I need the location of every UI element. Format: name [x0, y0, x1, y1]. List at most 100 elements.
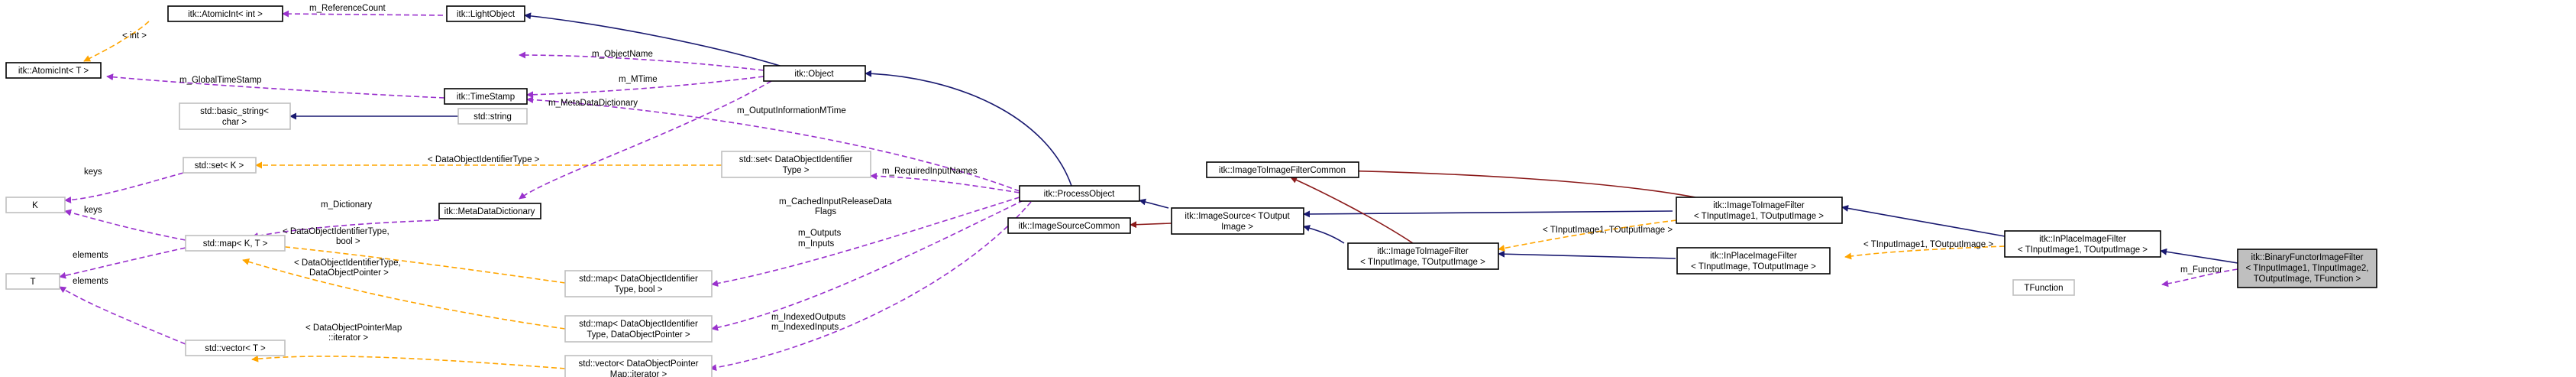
svg-text:itk::MetaDataDictionary: itk::MetaDataDictionary: [444, 207, 535, 216]
svg-text:Type, bool >: Type, bool >: [615, 285, 663, 294]
edge-inplace-t1-tmpl: [1844, 245, 2006, 260]
label-m-outputinformationmtime: m_OutputInformationMTime: [737, 106, 846, 115]
label-m-outputs: m_Outputs: [798, 229, 841, 238]
edge-mtime: [526, 76, 764, 99]
node-imagesourcecommon[interactable]: itk::ImageSourceCommon: [1007, 217, 1131, 234]
edge-processobject-to-object: [865, 70, 1072, 187]
svg-text:itk::ImageToImageFilter: itk::ImageToImageFilter: [1713, 201, 1805, 210]
label-m-objectname: m_ObjectName: [592, 50, 653, 59]
edge-i2if-t1-tmpl: [1498, 219, 1677, 252]
svg-text:itk::BinaryFunctorImageFilter: itk::BinaryFunctorImageFilter: [2251, 253, 2364, 262]
svg-text:std::vector< DataObjectPointer: std::vector< DataObjectPointer: [579, 359, 699, 369]
label-m-dictionary: m_Dictionary: [321, 200, 372, 210]
label-doi-bool-line2: bool >: [336, 237, 360, 246]
node-std-string[interactable]: std::string: [457, 108, 528, 125]
svg-text:itk::LightObject: itk::LightObject: [457, 10, 516, 19]
svg-text:std::string: std::string: [474, 112, 512, 122]
svg-text:std::basic_string<: std::basic_string<: [200, 107, 269, 116]
edge-keys-set: [64, 172, 184, 204]
label-doi-ptr-line1: < DataObjectIdentifierType,: [294, 258, 401, 268]
svg-text:< TInputImage1, TOutputImage >: < TInputImage1, TOutputImage >: [2018, 245, 2148, 255]
label-m-requiredinputnames: m_RequiredInputNames: [882, 167, 978, 176]
svg-text:Map::iterator >: Map::iterator >: [610, 370, 667, 377]
edge-objectname: [519, 51, 764, 71]
svg-text:itk::ProcessObject: itk::ProcessObject: [1044, 190, 1115, 199]
edge-outputs-inputs: [711, 200, 1024, 331]
node-map-ptr[interactable]: std::map< DataObjectIdentifier Type, Dat…: [564, 315, 713, 343]
svg-text:K: K: [32, 201, 38, 210]
node-imagesource[interactable]: itk::ImageSource< TOutput Image >: [1171, 207, 1304, 235]
node-map-kt[interactable]: std::map< K, T >: [185, 235, 286, 252]
svg-text:itk::AtomicInt< T >: itk::AtomicInt< T >: [18, 67, 89, 76]
edge-map-bool-tmpl: [247, 240, 566, 284]
svg-text:std::map< DataObjectIdentifier: std::map< DataObjectIdentifier: [579, 320, 698, 329]
node-metadatadictionary[interactable]: itk::MetaDataDictionary: [438, 203, 541, 219]
label-keys-set: keys: [84, 167, 102, 177]
svg-text:< TInputImage1, TInputImage2,: < TInputImage1, TInputImage2,: [2246, 264, 2369, 273]
edge-object-to-lightobject: [524, 12, 809, 76]
label-ptrmap-line1: < DataObjectPointerMap: [305, 323, 402, 333]
node-atomicint-t[interactable]: itk::AtomicInt< T >: [5, 62, 102, 79]
label-m-globaltimestamp: m_GlobalTimeStamp: [179, 76, 262, 85]
svg-text:itk::Object: itk::Object: [794, 70, 834, 79]
label-m-indexedinputs: m_IndexedInputs: [771, 323, 839, 332]
node-timestamp[interactable]: itk::TimeStamp: [444, 88, 528, 105]
svg-text:itk::ImageToImageFilterCommon: itk::ImageToImageFilterCommon: [1219, 166, 1346, 175]
svg-text:std::map< K, T >: std::map< K, T >: [203, 239, 268, 249]
edge-elements-vector: [59, 286, 186, 345]
label-m-inputs: m_Inputs: [798, 239, 835, 249]
nodes: itk::AtomicInt< int > itk::LightObject i…: [5, 5, 2377, 377]
node-set-doi[interactable]: std::set< DataObjectIdentifier Type >: [721, 151, 871, 178]
edge-atomicint-int-tmpl: [83, 21, 150, 62]
node-imagetoimagefiltercommon[interactable]: itk::ImageToImageFilterCommon: [1206, 161, 1359, 178]
svg-text:itk::ImageSourceCommon: itk::ImageSourceCommon: [1019, 222, 1120, 231]
label-m-metadatadictionary: m_MetaDataDictionary: [548, 99, 638, 108]
node-lightobject[interactable]: itk::LightObject: [446, 5, 525, 22]
label-m-cached-line1: m_CachedInputReleaseData: [779, 197, 892, 206]
node-set-k[interactable]: std::set< K >: [183, 157, 257, 174]
label-keys-map: keys: [84, 206, 102, 215]
node-atomicint-int[interactable]: itk::AtomicInt< int >: [167, 5, 283, 22]
svg-text:< TInputImage1, TOutputImage >: < TInputImage1, TOutputImage >: [1694, 212, 1824, 221]
edge-labels: m_ReferenceCount < int > m_GlobalTimeSta…: [73, 4, 2222, 343]
edge-globaltimestamp: [106, 73, 445, 99]
node-object[interactable]: itk::Object: [763, 65, 866, 82]
svg-text:TOutputImage, TFunction >: TOutputImage, TFunction >: [2254, 275, 2361, 284]
node-imagetoimagefilter-t[interactable]: itk::ImageToImageFilter < TInputImage, T…: [1347, 242, 1499, 270]
node-inplaceimagefilter-t[interactable]: itk::InPlaceImageFilter < TInputImage, T…: [1676, 247, 1831, 275]
node-map-bool[interactable]: std::map< DataObjectIdentifier Type, boo…: [564, 270, 713, 297]
label-doi-ptr-line2: DataObjectPointer >: [309, 268, 389, 278]
svg-text:T: T: [30, 278, 35, 287]
node-vector-t[interactable]: std::vector< T >: [185, 340, 286, 356]
node-binaryfunctorimagefilter[interactable]: itk::BinaryFunctorImageFilter < TInputIm…: [2237, 249, 2377, 288]
node-tfunction[interactable]: TFunction: [2012, 279, 2075, 296]
node-inplaceimagefilter-t1[interactable]: itk::InPlaceImageFilter < TInputImage1, …: [2004, 230, 2161, 258]
edge-imagesource-to-processobject: [1139, 198, 1169, 209]
node-vector-ptr[interactable]: std::vector< DataObjectPointer Map::iter…: [564, 355, 713, 377]
node-imagetoimagefilter-t1[interactable]: itk::ImageToImageFilter < TInputImage1, …: [1676, 197, 1843, 224]
node-t[interactable]: T: [5, 273, 60, 290]
node-basic-string[interactable]: std::basic_string< char >: [179, 102, 291, 130]
edge-binary-to-inplace-t1: [2160, 248, 2238, 264]
svg-text:std::set< K >: std::set< K >: [195, 161, 244, 171]
node-processobject[interactable]: itk::ProcessObject: [1019, 185, 1140, 202]
svg-text:itk::ImageToImageFilter: itk::ImageToImageFilter: [1377, 247, 1469, 256]
label-doi-type: < DataObjectIdentifierType >: [428, 155, 540, 164]
edge-cachedinputreleasedata: [711, 197, 1020, 287]
svg-text:itk::InPlaceImageFilter: itk::InPlaceImageFilter: [1710, 252, 1797, 261]
label-ptrmap-line2: ::iterator >: [328, 333, 368, 343]
label-doi-bool-line1: < DataObjectIdentifierType,: [283, 227, 389, 236]
edge-i2if-t1-to-imagesource: [1303, 210, 1673, 218]
label-tin1-tout-b: < TInputImage1, TOutputImage >: [1863, 240, 1993, 249]
node-k[interactable]: K: [5, 197, 66, 213]
label-m-mtime: m_MTime: [619, 75, 658, 84]
edges: [59, 10, 2238, 372]
svg-text:itk::ImageSource< TOutput: itk::ImageSource< TOutput: [1185, 212, 1290, 221]
edge-inplace-t1-to-i2if-t1: [1841, 204, 2006, 237]
label-elements-map: elements: [73, 251, 108, 260]
edge-map-ptr-tmpl: [242, 258, 566, 330]
label-tin1-tout-a: < TInputImage1, TOutputImage >: [1543, 226, 1673, 235]
label-elements-vector: elements: [73, 277, 108, 286]
edge-outputinformationmtime: [526, 96, 1020, 192]
